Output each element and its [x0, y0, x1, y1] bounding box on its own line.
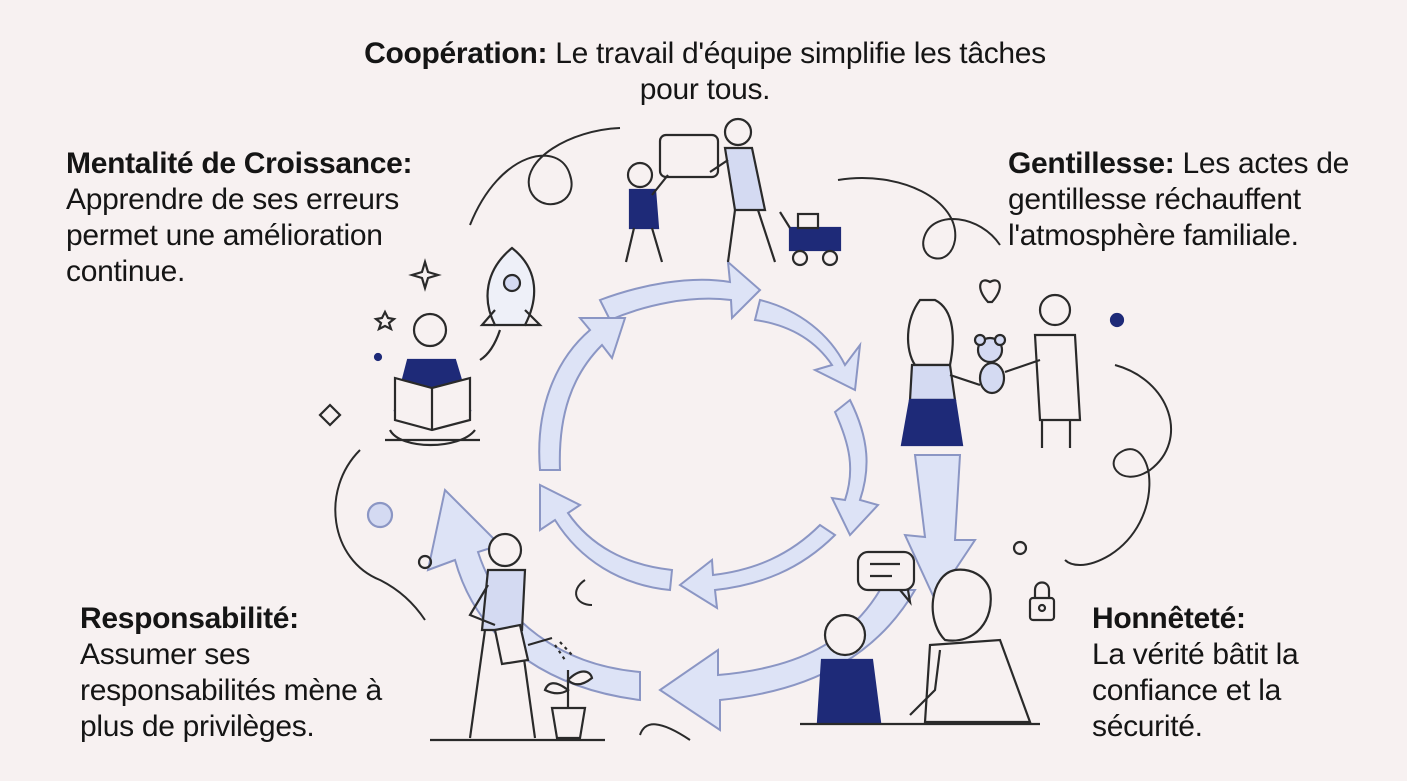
decorative-swirls [334, 127, 1173, 741]
caption-responsibility-text: Assumer ses responsabilités mène à plus … [80, 638, 382, 743]
inner-cycle-arrows [538, 259, 880, 610]
responsibility-figures [430, 532, 605, 742]
child-shirt [816, 658, 882, 724]
dot-decoration [373, 352, 383, 362]
caption-kindness-title: Gentillesse: [1008, 147, 1175, 180]
outer-cycle-arrows [426, 454, 977, 732]
heart-icon [979, 279, 1001, 304]
parent-head [931, 568, 992, 642]
caption-kindness: Gentillesse: Les actes de gentillesse ré… [1008, 146, 1393, 254]
sparkle-icon [408, 258, 442, 292]
dot-decoration [417, 554, 433, 570]
plant-icon [543, 670, 594, 740]
child-head [626, 161, 654, 189]
caption-growth-text: Apprendre de ses erreurs permet une amél… [66, 183, 399, 288]
caption-responsibility-title: Responsabilité: [80, 602, 299, 635]
dot-decoration [1012, 540, 1028, 556]
book-icon [393, 376, 472, 432]
diamond-icon [318, 403, 342, 427]
boy-head [1038, 293, 1072, 327]
gardener-head [487, 532, 523, 568]
growth-figures [318, 246, 543, 570]
honesty-figures [800, 540, 1056, 726]
caption-cooperation: Coopération: Le travail d'équipe simplif… [360, 36, 1050, 108]
dot-decoration [1109, 312, 1125, 328]
reader-head [412, 312, 448, 348]
speech-bubble-icon [856, 550, 916, 606]
caption-growth: Mentalité de Croissance: Apprendre de se… [66, 146, 486, 290]
watering-can-icon [493, 623, 573, 666]
caption-honesty: Honnêteté: La vérité bâtit la confiance … [1092, 601, 1392, 745]
caption-cooperation-text: Le travail d'équipe simplifie les tâches… [555, 37, 1046, 106]
child-head [823, 613, 867, 657]
caption-kindness-text: Les actes de gentillesse réchauffent l'a… [1008, 147, 1350, 252]
rocket-icon [479, 246, 543, 361]
adult-head [723, 117, 753, 147]
child-shirt [628, 188, 660, 230]
star-icon [373, 309, 397, 332]
caption-growth-title: Mentalité de Croissance: [66, 147, 413, 180]
caption-honesty-text: La vérité bâtit la confiance et la sécur… [1092, 638, 1299, 743]
caption-cooperation-title: Coopération: [364, 37, 548, 70]
kindness-figures [900, 279, 1125, 448]
lock-icon [1028, 581, 1056, 622]
woman-hair [906, 298, 954, 367]
teddy-bear-icon [973, 333, 1007, 395]
dot-decoration [366, 501, 394, 529]
gardener-shirt [480, 568, 527, 632]
caption-honesty-title: Honnêteté: [1092, 602, 1246, 635]
caption-responsibility: Responsabilité: Assumer ses responsabili… [80, 601, 440, 745]
box-icon [658, 133, 720, 179]
cooperation-figures [624, 117, 842, 267]
wagon-icon [779, 211, 842, 267]
woman-skirt [900, 398, 964, 447]
